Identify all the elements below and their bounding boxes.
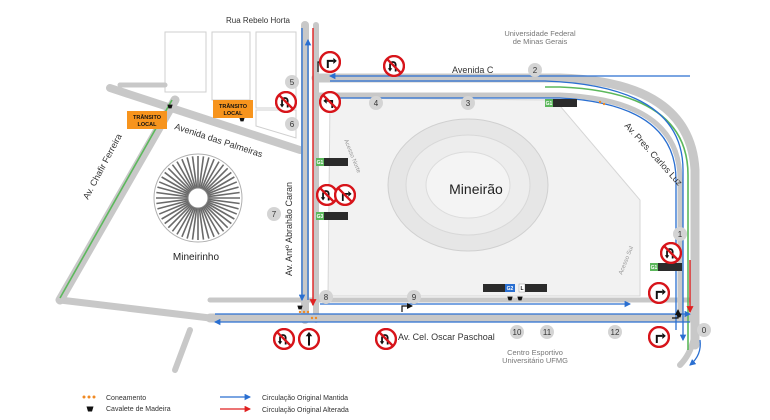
- guide-signs: G1 G3 G1 G2 L G1: [316, 99, 682, 293]
- no-u-turn-icon: [375, 328, 397, 350]
- svg-text:G3: G3: [317, 214, 324, 220]
- no-right-turn-icon: [334, 184, 356, 206]
- svg-text:G1: G1: [546, 101, 553, 107]
- place-labels: Universidade Federal de Minas Gerais Min…: [173, 29, 576, 365]
- point-6: 6: [285, 117, 299, 131]
- label-rua-rebelo-horta: Rua Rebelo Horta: [226, 16, 291, 25]
- svg-text:Cavalete de Madeira: Cavalete de Madeira: [106, 406, 171, 413]
- svg-text:2: 2: [533, 66, 538, 75]
- mineirinho-arena: [153, 153, 243, 243]
- svg-text:5: 5: [290, 78, 295, 87]
- svg-text:12: 12: [611, 328, 620, 337]
- no-u-turn-icon: [316, 184, 338, 206]
- label-av-abrahao-caran: Av. Antº Abrahão Caran: [284, 182, 294, 276]
- sign-g3-caran: G3: [316, 212, 348, 220]
- legend-mantida: Circulação Original Mantida: [220, 393, 348, 402]
- point-8: 8: [319, 290, 333, 304]
- cones: [298, 100, 606, 320]
- green-route-chafir: [59, 99, 173, 299]
- label-centro-line2: Universitário UFMG: [502, 356, 568, 365]
- routes-alterada: [309, 28, 694, 314]
- no-u-turn-icon: [275, 91, 297, 113]
- point-7: 7: [267, 207, 281, 221]
- label-ufmg-line2: de Minas Gerais: [513, 37, 568, 46]
- label-av-chafir-ferreira: Av. Chafir Ferreira: [81, 132, 124, 201]
- sign-l-oscar: L: [518, 283, 547, 293]
- point-3: 3: [461, 96, 475, 110]
- point-0: 0: [697, 323, 711, 337]
- mineirao-stadium: [387, 118, 549, 252]
- label-mineirao: Mineirão: [449, 181, 503, 197]
- svg-text:Coneamento: Coneamento: [106, 395, 146, 402]
- label-av-oscar-paschoal: Av. Cel. Oscar Paschoal: [398, 332, 495, 342]
- transito-local-badge-2: TRÂNSITO LOCAL: [213, 100, 253, 118]
- point-1: 1: [673, 227, 687, 241]
- transito-local-line1: TRÂNSITO: [133, 114, 162, 121]
- legend: Coneamento Cavalete de Madeira Circulaçã…: [82, 393, 349, 414]
- svg-text:Circulação Original Mantida: Circulação Original Mantida: [262, 395, 348, 402]
- point-11: 11: [540, 325, 554, 339]
- transito-local-badge-1: TRÂNSITO LOCAL: [127, 111, 167, 129]
- svg-text:G1: G1: [317, 160, 324, 166]
- legend-cavalete: Cavalete de Madeira: [86, 406, 171, 413]
- sign-g1-carlos-luz: G1: [650, 263, 682, 271]
- no-u-turn-icon: [660, 242, 682, 264]
- mandatory-right-icon: [648, 282, 670, 304]
- svg-text:1: 1: [678, 230, 683, 239]
- mandatory-straight-icon: [298, 328, 320, 350]
- no-u-turn-icon: [273, 328, 295, 350]
- svg-text:3: 3: [466, 99, 471, 108]
- svg-text:9: 9: [412, 293, 417, 302]
- transito-local-line2: LOCAL: [138, 122, 158, 128]
- sign-g1-palmeiras: G1: [316, 158, 348, 166]
- transito-local-line1: TRÂNSITO: [219, 103, 248, 110]
- point-4: 4: [369, 96, 383, 110]
- no-left-turn-icon: [319, 91, 341, 113]
- sign-g2-oscar: G2: [483, 284, 515, 292]
- svg-text:6: 6: [290, 120, 295, 129]
- no-u-turn-icon: [383, 55, 405, 77]
- legend-alterada: Circulação Original Alterada: [220, 405, 349, 414]
- label-centro-line1: Centro Esportivo: [507, 348, 563, 357]
- cavalete-icon: [239, 117, 245, 122]
- point-10: 10: [510, 325, 524, 339]
- label-ufmg-line1: Universidade Federal: [504, 29, 576, 38]
- svg-text:L: L: [520, 286, 523, 292]
- point-5: 5: [285, 75, 299, 89]
- point-2: 2: [528, 63, 542, 77]
- legend-coneamento: Coneamento: [82, 395, 146, 402]
- svg-text:8: 8: [324, 293, 329, 302]
- label-avenida-c: Avenida C: [452, 65, 494, 75]
- mandatory-right-icon: [648, 326, 670, 348]
- svg-text:4: 4: [374, 99, 379, 108]
- svg-text:0: 0: [702, 326, 707, 335]
- city-blocks: [164, 31, 297, 139]
- mandatory-right-icon: [319, 51, 341, 73]
- svg-text:G1: G1: [651, 265, 658, 271]
- roads: [55, 21, 700, 373]
- svg-text:G2: G2: [507, 286, 514, 292]
- point-9: 9: [407, 290, 421, 304]
- svg-text:Circulação Original Alterada: Circulação Original Alterada: [262, 407, 349, 414]
- svg-text:7: 7: [272, 210, 277, 219]
- label-mineirinho: Mineirinho: [173, 252, 220, 263]
- point-12: 12: [608, 325, 622, 339]
- transito-local-line2: LOCAL: [224, 111, 244, 117]
- svg-text:11: 11: [543, 328, 552, 337]
- svg-text:10: 10: [513, 328, 522, 337]
- sign-g1-avenida-c: G1: [545, 99, 577, 107]
- cavalete-icon: [86, 406, 94, 412]
